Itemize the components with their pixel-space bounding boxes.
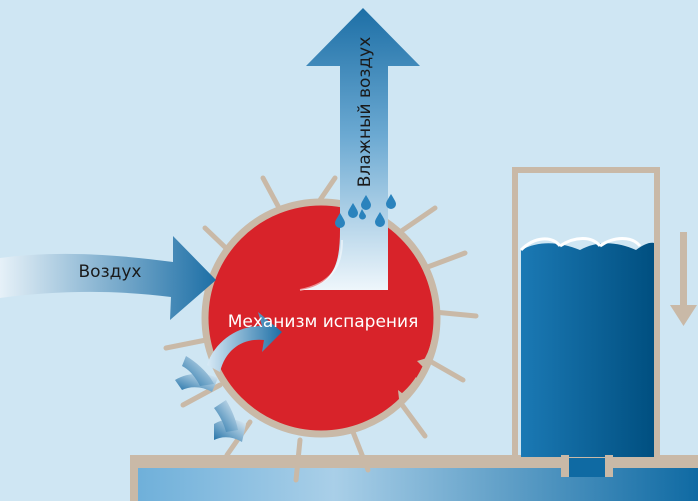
water-tank — [512, 167, 660, 477]
drum-spokes — [163, 175, 479, 483]
water-tray — [130, 455, 698, 501]
air-inlet-arrow — [0, 236, 216, 320]
water-splash — [175, 356, 246, 442]
water-droplets-icon — [335, 194, 396, 228]
air-in-label: Воздух — [79, 262, 142, 282]
humid-air-label: Влажный воздух — [355, 37, 375, 188]
down-arrow-icon — [670, 232, 697, 326]
internal-air-flow-arrow — [207, 312, 282, 372]
rotation-arrows — [398, 339, 435, 399]
mechanism-label: Механизм испарения — [228, 312, 419, 332]
humid-air-arrow — [299, 8, 420, 291]
